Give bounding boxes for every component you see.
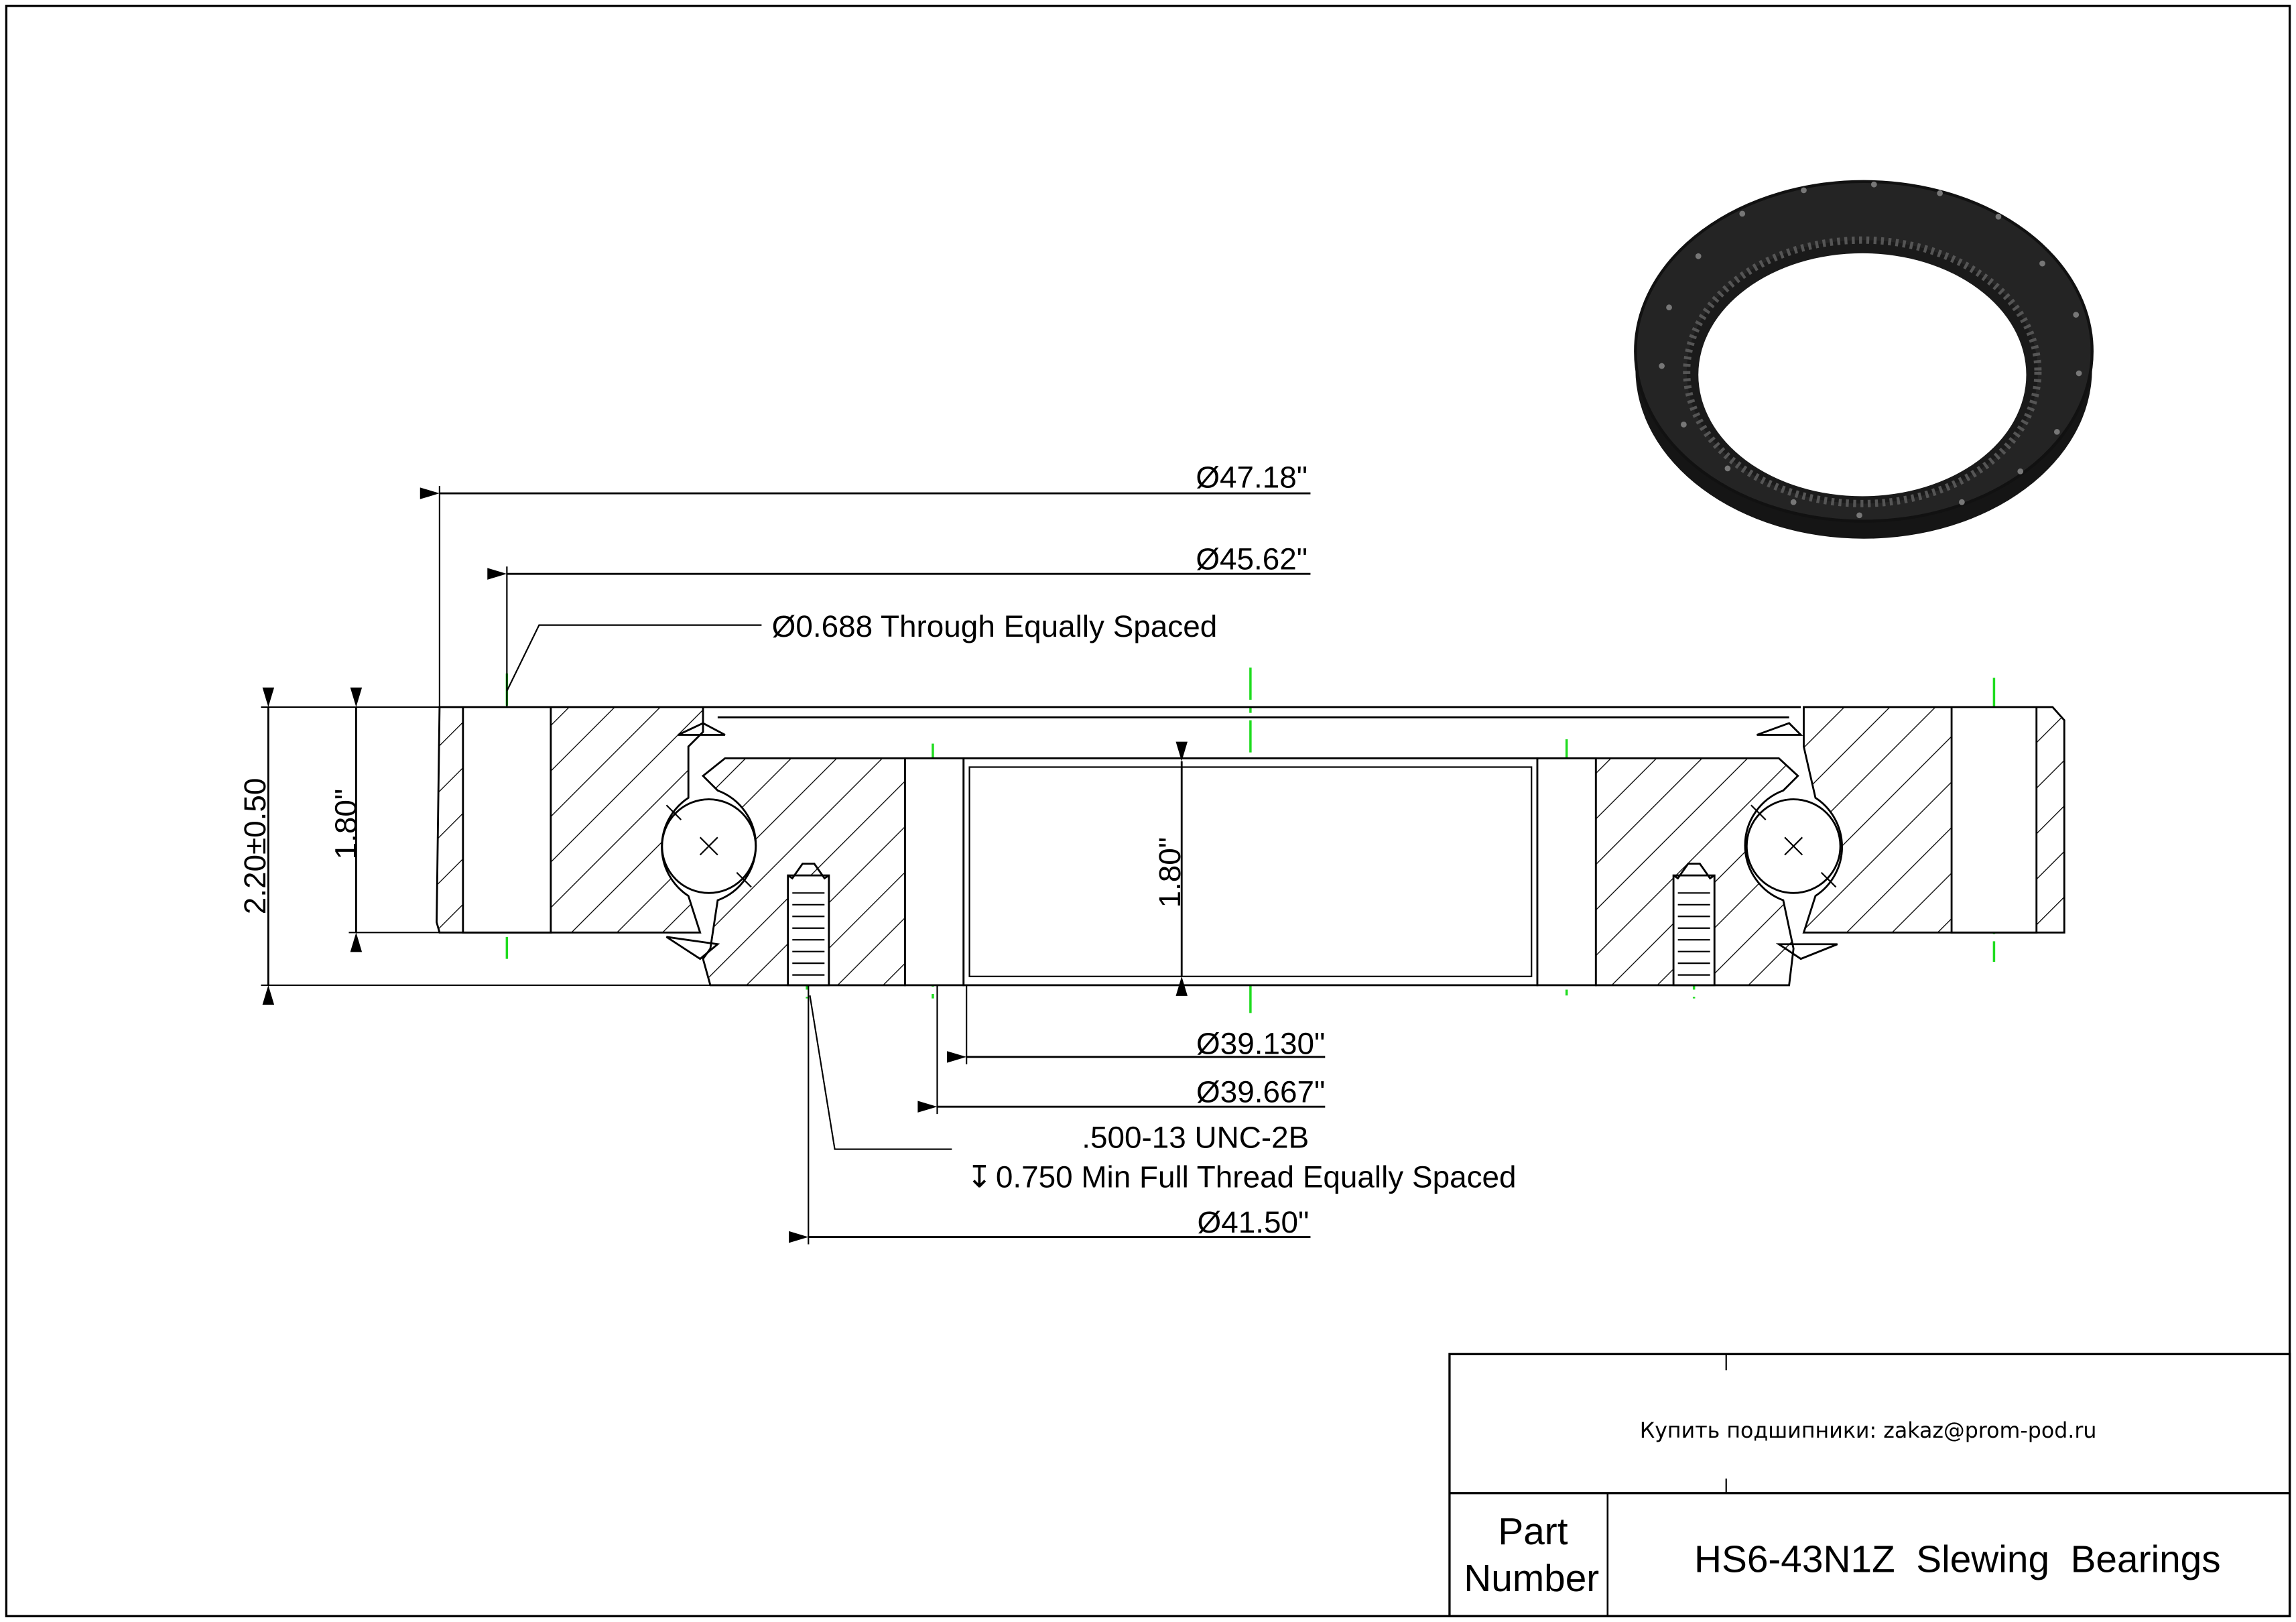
bearing-3d-render	[1634, 180, 2094, 539]
dim-inner-ring-height: 1.80"	[1152, 837, 1187, 908]
dimension-lines	[261, 486, 1326, 1245]
part-label-line1: Part	[1498, 1511, 1568, 1553]
title-block	[1448, 1353, 2291, 1617]
sheet-border	[5, 5, 2291, 1617]
dim-thread-depth-symbol: ↧	[966, 1159, 992, 1194]
dim-thread-depth: 0.750 Min Full Thread Equally Spaced	[996, 1159, 1517, 1194]
dim-outer-ring-height: 1.80"	[328, 789, 363, 860]
dim-gear-diameter: Ø39.667"	[1196, 1074, 1325, 1109]
dim-overall-height: 2.20±0.50	[237, 778, 272, 915]
contact-text: Купить подшипники: zakaz@prom-pod.ru	[1640, 1419, 2097, 1443]
dim-outer-diameter: Ø47.18"	[1196, 459, 1308, 494]
dim-bolt-circle-outer: Ø45.62"	[1196, 542, 1308, 576]
dim-through-hole: Ø0.688 Through Equally Spaced	[772, 609, 1218, 643]
dim-bolt-circle-inner: Ø41.50"	[1198, 1204, 1310, 1239]
part-number: HS6-43N1Z Slewing Bearings	[1694, 1539, 2221, 1581]
dim-bore-diameter: Ø39.130"	[1196, 1026, 1325, 1061]
part-label-line2: Number	[1464, 1558, 1599, 1600]
bearing-cross-section	[436, 706, 2065, 987]
dim-thread-spec: .500-13 UNC-2B	[1082, 1119, 1309, 1154]
